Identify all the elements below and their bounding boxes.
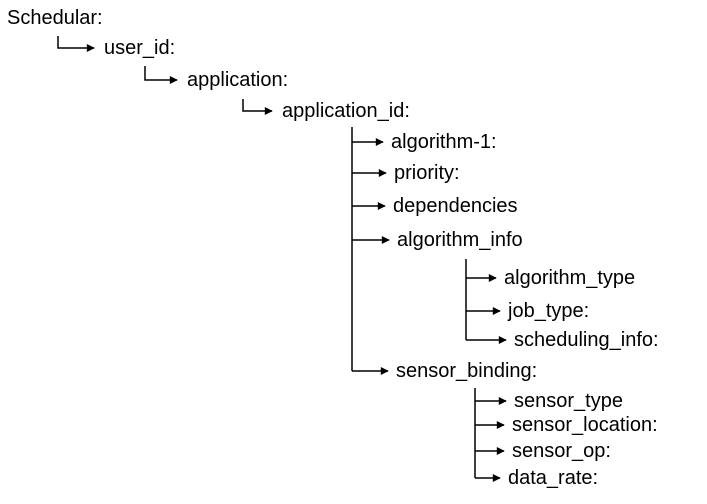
node-algorithm-1: algorithm-1: xyxy=(391,131,497,153)
node-user-id: user_id: xyxy=(104,37,176,59)
node-sensor-op: sensor_op: xyxy=(512,440,611,462)
node-schedular: Schedular: xyxy=(7,7,103,29)
node-algorithm-type: algorithm_type xyxy=(504,267,636,289)
node-sensor-location: sensor_location: xyxy=(512,414,658,436)
connector-application-id xyxy=(242,99,273,115)
node-job-type: job_type: xyxy=(508,300,590,322)
connector-application xyxy=(144,66,178,84)
node-application-id: application_id: xyxy=(282,100,410,122)
node-algorithm-info: algorithm_info xyxy=(397,229,523,251)
node-sensor-binding: sensor_binding: xyxy=(396,360,538,382)
node-data-rate: data_rate: xyxy=(508,467,599,489)
node-priority: priority: xyxy=(394,162,460,184)
node-dependencies: dependencies xyxy=(393,195,518,217)
node-application: application: xyxy=(187,69,289,91)
node-scheduling-info: scheduling_info: xyxy=(514,329,659,351)
node-sensor-type: sensor_type xyxy=(514,390,623,412)
connector-user-id xyxy=(57,36,95,52)
